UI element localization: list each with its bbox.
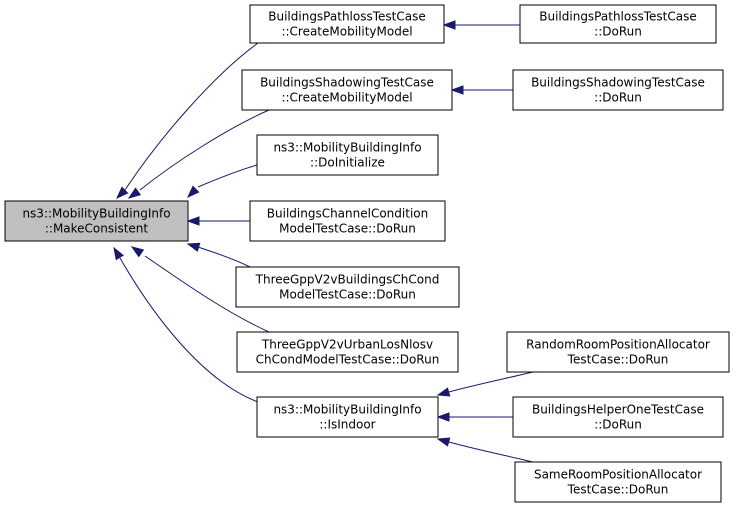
node-v2v-urban[interactable]: ThreeGppV2vUrbanLosNlosvChCondModelTestC… xyxy=(236,331,459,373)
arrowhead xyxy=(442,20,456,30)
edges-layer xyxy=(113,20,534,463)
node-box xyxy=(241,69,453,111)
node-box xyxy=(249,4,445,44)
node-label-line-1: BuildingsShadowingTestCase xyxy=(531,76,705,90)
arrowhead xyxy=(186,185,200,199)
edge-line xyxy=(197,246,251,268)
edge-shadowing-create-to-make-consistent xyxy=(127,109,270,199)
node-label-line-1: BuildingsShadowingTestCase xyxy=(260,76,434,90)
node-is-indoor[interactable]: ns3::MobilityBuildingInfo::IsIndoor xyxy=(256,396,439,438)
edge-line xyxy=(124,42,259,191)
edge-v2v-urban-to-make-consistent xyxy=(130,246,270,333)
edge-pathloss-dorun-to-pathloss-create xyxy=(442,20,520,30)
edge-v2v-buildings-to-make-consistent xyxy=(186,242,251,268)
node-label-line-2: ::DoInitialize xyxy=(310,156,385,170)
arrowhead xyxy=(127,187,142,199)
arrowhead xyxy=(436,437,451,447)
node-box xyxy=(4,200,189,242)
arrowhead xyxy=(186,216,200,226)
node-label-line-2: ::DoRun xyxy=(594,25,642,39)
node-box xyxy=(514,461,722,503)
node-label-line-2: ::DoRun xyxy=(594,91,642,105)
node-box xyxy=(235,266,460,308)
node-box xyxy=(512,396,724,438)
node-label-line-2: ModelTestCase::DoRun xyxy=(279,222,416,236)
node-label-line-1: BuildingsHelperOneTestCase xyxy=(532,403,704,417)
edge-is-indoor-to-make-consistent xyxy=(113,246,259,403)
node-label-line-2: ::DoRun xyxy=(594,418,642,432)
node-label-line-1: RandomRoomPositionAllocator xyxy=(526,338,710,352)
edge-line xyxy=(139,109,270,191)
node-pathloss-create[interactable]: BuildingsPathlossTestCase::CreateMobilit… xyxy=(249,4,445,44)
arrowhead xyxy=(436,412,450,422)
node-label-line-1: BuildingsChannelCondition xyxy=(267,207,428,221)
node-random-room[interactable]: RandomRoomPositionAllocatorTestCase::DoR… xyxy=(506,331,730,373)
edge-random-room-to-is-indoor xyxy=(436,371,534,397)
node-do-initialize[interactable]: ns3::MobilityBuildingInfo::DoInitialize xyxy=(256,134,439,176)
nodes-layer: ns3::MobilityBuildingInfo::MakeConsisten… xyxy=(4,4,730,503)
node-box xyxy=(256,396,439,438)
node-shadowing-create[interactable]: BuildingsShadowingTestCase::CreateMobili… xyxy=(241,69,453,111)
edge-shadowing-dorun-to-shadowing-create xyxy=(450,85,513,95)
node-make-consistent[interactable]: ns3::MobilityBuildingInfo::MakeConsisten… xyxy=(4,200,189,242)
node-label-line-2: TestCase::DoRun xyxy=(567,483,669,497)
node-pathloss-dorun[interactable]: BuildingsPathlossTestCase::DoRun xyxy=(519,4,717,44)
edge-line xyxy=(197,164,258,188)
arrowhead xyxy=(450,85,464,95)
edge-helper-one-to-is-indoor xyxy=(436,412,513,422)
node-label-line-2: TestCase::DoRun xyxy=(567,353,669,367)
node-channel-condition[interactable]: BuildingsChannelConditionModelTestCase::… xyxy=(249,200,446,242)
node-box xyxy=(512,69,724,111)
node-label-line-2: ::CreateMobilityModel xyxy=(281,91,412,105)
arrowhead xyxy=(113,246,124,261)
arrowhead xyxy=(436,387,451,397)
node-label-line-2: ModelTestCase::DoRun xyxy=(279,288,416,302)
node-v2v-buildings[interactable]: ThreeGppV2vBuildingsChCondModelTestCase:… xyxy=(235,266,460,308)
node-label-line-2: ::CreateMobilityModel xyxy=(281,25,412,39)
node-label-line-2: ::MakeConsistent xyxy=(45,222,149,236)
node-helper-one[interactable]: BuildingsHelperOneTestCase::DoRun xyxy=(512,396,724,438)
arrowhead xyxy=(130,246,145,258)
node-box xyxy=(249,200,446,242)
edge-line xyxy=(144,255,270,333)
node-box xyxy=(506,331,730,373)
node-label-line-1: SameRoomPositionAllocator xyxy=(534,468,702,482)
edge-same-room-to-is-indoor xyxy=(436,437,534,463)
edge-channel-condition-to-make-consistent xyxy=(186,216,250,226)
node-box xyxy=(236,331,459,373)
edge-line xyxy=(119,257,259,403)
node-label-line-1: ns3::MobilityBuildingInfo xyxy=(22,207,170,221)
edge-pathloss-create-to-make-consistent xyxy=(115,42,259,200)
node-label-line-2: ::IsIndoor xyxy=(319,418,375,432)
node-label-line-1: BuildingsPathlossTestCase xyxy=(268,10,425,24)
node-box xyxy=(519,4,717,44)
node-label-line-1: ThreeGppV2vBuildingsChCond xyxy=(255,273,440,287)
edge-do-initialize-to-make-consistent xyxy=(186,164,258,199)
arrowhead xyxy=(115,186,129,200)
node-label-line-1: ns3::MobilityBuildingInfo xyxy=(273,403,421,417)
node-box xyxy=(256,134,439,176)
node-label-line-1: ThreeGppV2vUrbanLosNlosv xyxy=(261,338,433,352)
node-label-line-2: ChCondModelTestCase::DoRun xyxy=(256,353,440,367)
node-label-line-1: ns3::MobilityBuildingInfo xyxy=(273,141,421,155)
node-shadowing-dorun[interactable]: BuildingsShadowingTestCase::DoRun xyxy=(512,69,724,111)
edge-line xyxy=(448,441,534,463)
node-label-line-1: BuildingsPathlossTestCase xyxy=(539,10,696,24)
edge-line xyxy=(448,371,534,393)
arrowhead xyxy=(186,242,201,252)
